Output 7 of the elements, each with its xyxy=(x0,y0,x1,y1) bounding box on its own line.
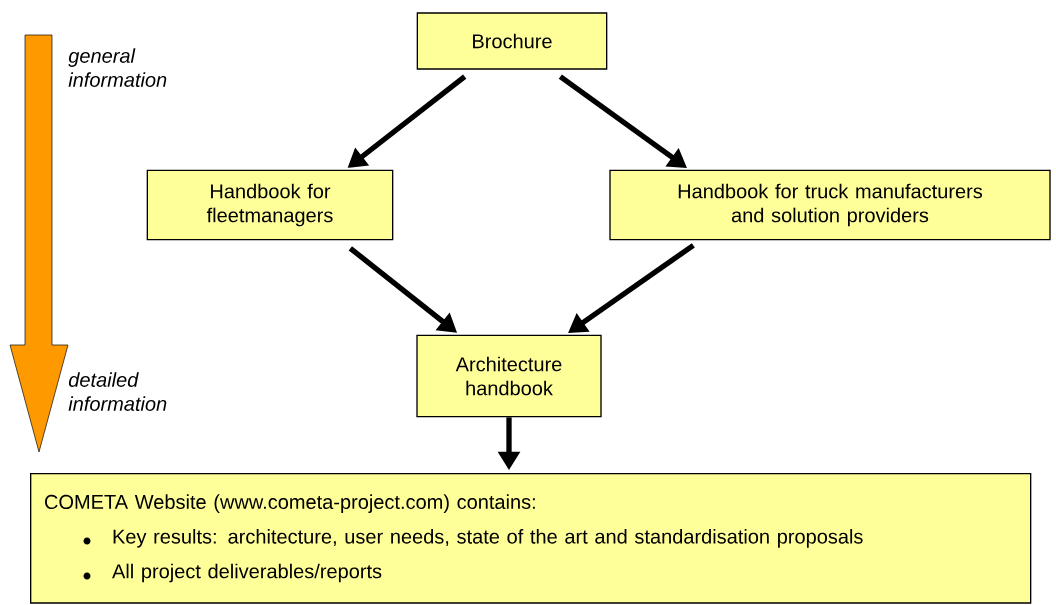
content-box: COMETA Website (www.cometa-project.com) contains: Key results: architecture, user needs, state of the art and standardisation proposals All project deliverables/reports xyxy=(30,473,1032,604)
axis-label: general information xyxy=(68,48,167,87)
process-box: Architecture handbook xyxy=(416,334,602,418)
process-box: Handbook for fleetmanagers xyxy=(146,169,394,241)
process-box: Handbook for truck manufacturers and solution providers xyxy=(609,169,1051,241)
process-box: Brochure xyxy=(416,12,608,70)
axis-label: detailed information xyxy=(68,372,167,411)
